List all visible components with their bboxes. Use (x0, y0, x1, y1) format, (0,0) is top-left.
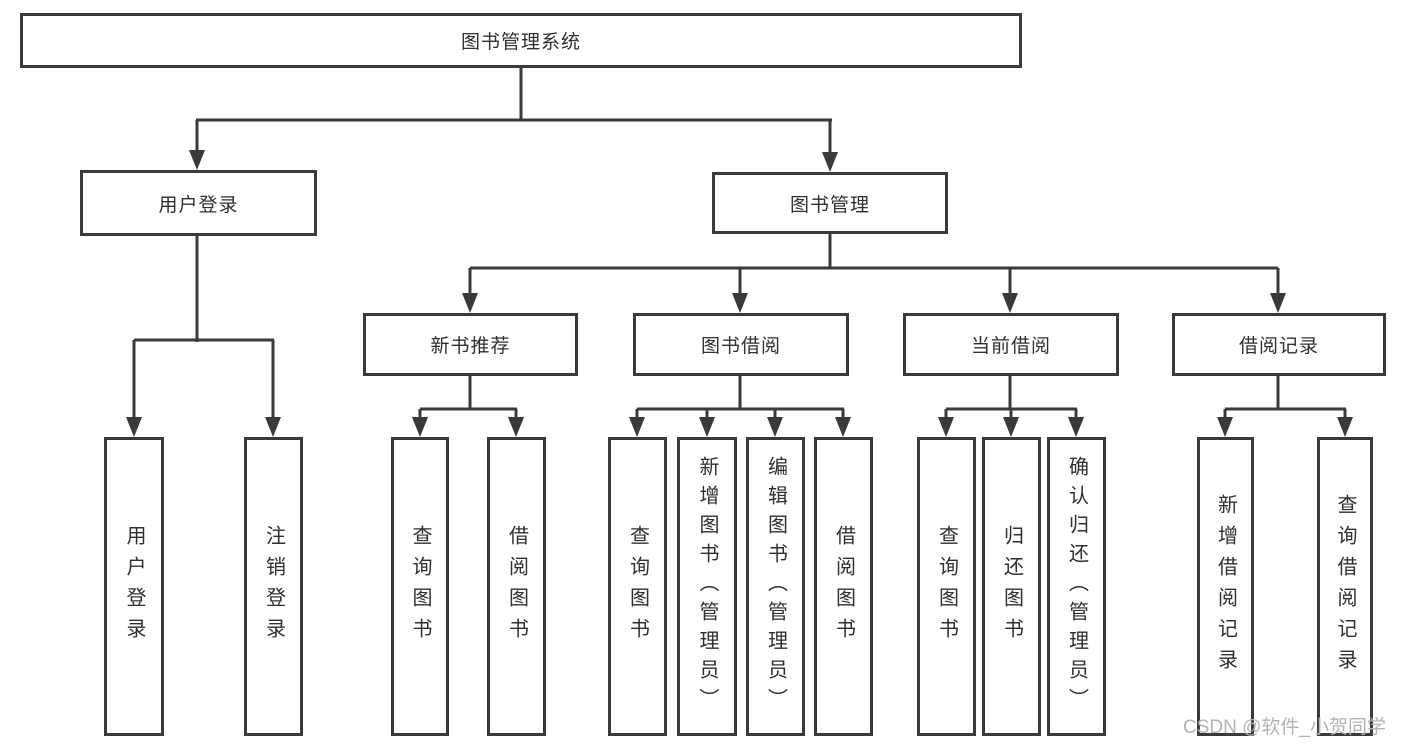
leaf-label: 注销登录 (262, 524, 285, 649)
leaf-label: 新增借阅记录 (1214, 493, 1237, 680)
connector-edges (132, 66, 1347, 420)
node-new-book-recommend: 新书推荐 (363, 313, 578, 376)
node-current-borrow: 当前借阅 (903, 313, 1119, 376)
node-library-management-system: 图书管理系统 (20, 13, 1022, 68)
csdn-watermark: CSDN @软件_小贺同学 (1183, 717, 1386, 738)
node-label: 当前借阅 (970, 336, 1051, 357)
leaf-label: 查询图书 (935, 524, 958, 649)
leaf-borrow-books: 借阅图书 (814, 437, 873, 736)
leaf-label: 借阅图书 (832, 524, 855, 649)
node-label: 图书管理 (789, 194, 870, 216)
node-label: 借阅记录 (1238, 336, 1319, 357)
leaf-label: 确认归还（管理员） (1065, 456, 1088, 717)
node-label: 图书借阅 (700, 336, 781, 357)
leaf-query-books-borrow: 查询图书 (608, 437, 667, 736)
leaf-label: 查询图书 (409, 524, 431, 649)
leaf-label: 归还图书 (1000, 524, 1023, 649)
leaf-user-login: 用户登录 (104, 437, 164, 736)
node-user-login: 用户登录 (80, 170, 317, 236)
node-book-borrow: 图书借阅 (633, 313, 849, 376)
leaf-label: 编辑图书（管理员） (764, 456, 787, 717)
leaf-confirm-return-admin: 确认归还（管理员） (1047, 437, 1106, 736)
leaf-query-books-current: 查询图书 (917, 437, 976, 736)
leaf-label: 借阅图书 (505, 524, 528, 649)
leaf-query-books-recommend: 查询图书 (391, 437, 449, 736)
leaf-label: 用户登录 (123, 524, 145, 649)
node-label: 图书管理系统 (460, 32, 581, 53)
leaf-add-book-admin: 新增图书（管理员） (677, 437, 737, 736)
leaf-edit-book-admin: 编辑图书（管理员） (746, 437, 805, 736)
node-book-management: 图书管理 (712, 172, 948, 234)
leaf-label: 查询借阅记录 (1334, 493, 1356, 680)
leaf-logout: 注销登录 (244, 437, 303, 736)
leaf-label: 新增图书（管理员） (696, 456, 718, 717)
node-borrow-records: 借阅记录 (1172, 313, 1386, 376)
leaf-return-books: 归还图书 (982, 437, 1041, 736)
leaf-borrow-books-recommend: 借阅图书 (487, 437, 546, 736)
node-label: 新书推荐 (430, 336, 511, 357)
leaf-label: 查询图书 (626, 524, 649, 649)
leaf-add-borrow-record: 新增借阅记录 (1197, 437, 1254, 736)
leaf-query-borrow-record: 查询借阅记录 (1317, 437, 1373, 736)
node-label: 用户登录 (158, 194, 239, 216)
arrowhead-icons (126, 150, 1353, 437)
